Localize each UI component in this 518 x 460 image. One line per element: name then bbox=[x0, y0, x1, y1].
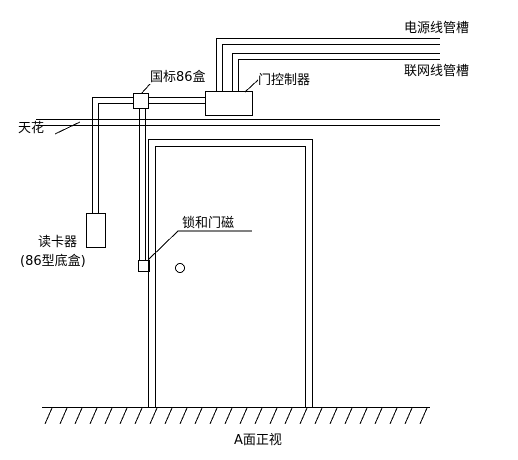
floor-hatch-mark bbox=[269, 407, 278, 425]
label-power-conduit: 电源线管槽 bbox=[404, 21, 469, 36]
floor-hatch-mark bbox=[359, 407, 368, 425]
leader-lock-sensor bbox=[147, 230, 252, 261]
label-junction-box: 国标86盒 bbox=[150, 69, 206, 85]
floor-hatch-mark bbox=[209, 407, 218, 425]
label-lock-sensor: 锁和门磁 bbox=[182, 215, 234, 231]
label-door-controller: 门控制器 bbox=[258, 73, 310, 88]
floor-hatch-mark bbox=[104, 407, 113, 425]
conduit-junction-to-lock bbox=[139, 108, 146, 260]
junction-box-86 bbox=[133, 93, 149, 109]
leader-ceiling bbox=[54, 121, 81, 135]
floor-hatch-mark bbox=[74, 407, 83, 425]
card-reader-box bbox=[86, 213, 106, 248]
floor-hatch-mark bbox=[404, 407, 413, 425]
conduit-junction-to-controller bbox=[148, 97, 205, 104]
door-frame bbox=[148, 139, 313, 408]
floor-hatch-mark bbox=[179, 407, 188, 425]
floor-hatch-mark bbox=[374, 407, 383, 425]
floor-hatch-mark bbox=[119, 407, 128, 425]
floor-hatch-mark bbox=[254, 407, 263, 425]
floor-hatch-mark bbox=[329, 407, 338, 425]
floor-hatch-mark bbox=[194, 407, 203, 425]
label-network-conduit: 联网线管槽 bbox=[404, 64, 469, 79]
leader-door-controller bbox=[244, 79, 259, 93]
label-card-reader-box: (86型底盒) bbox=[20, 253, 86, 269]
door-controller-box bbox=[205, 91, 253, 116]
floor-hatch-mark bbox=[134, 407, 143, 425]
floor-hatch-mark bbox=[299, 407, 308, 425]
floor-hatch-mark bbox=[284, 407, 293, 425]
conduit-junction-to-reader bbox=[92, 97, 133, 213]
label-card-reader: 读卡器 bbox=[38, 235, 77, 250]
ceiling-line bbox=[36, 119, 440, 126]
door-knob bbox=[175, 263, 185, 273]
leader-junction-box bbox=[140, 83, 151, 95]
lock-sensor-box bbox=[138, 260, 150, 272]
floor-hatch-mark bbox=[239, 407, 248, 425]
floor-hatch-mark bbox=[389, 407, 398, 425]
power-conduit bbox=[216, 38, 440, 91]
label-view-caption: A面正视 bbox=[234, 433, 282, 448]
floor-hatch-mark bbox=[164, 407, 173, 425]
floor-hatch-mark bbox=[149, 407, 158, 425]
network-conduit bbox=[232, 53, 440, 91]
floor-hatch-mark bbox=[44, 407, 53, 425]
floor-hatch-mark bbox=[224, 407, 233, 425]
label-ceiling: 天花 bbox=[18, 120, 44, 136]
floor-hatch-mark bbox=[344, 407, 353, 425]
floor-hatch-mark bbox=[89, 407, 98, 425]
floor-hatching bbox=[44, 407, 428, 425]
floor-hatch-mark bbox=[314, 407, 323, 425]
floor-hatch-mark bbox=[59, 407, 68, 425]
floor-hatch-mark bbox=[419, 407, 428, 425]
